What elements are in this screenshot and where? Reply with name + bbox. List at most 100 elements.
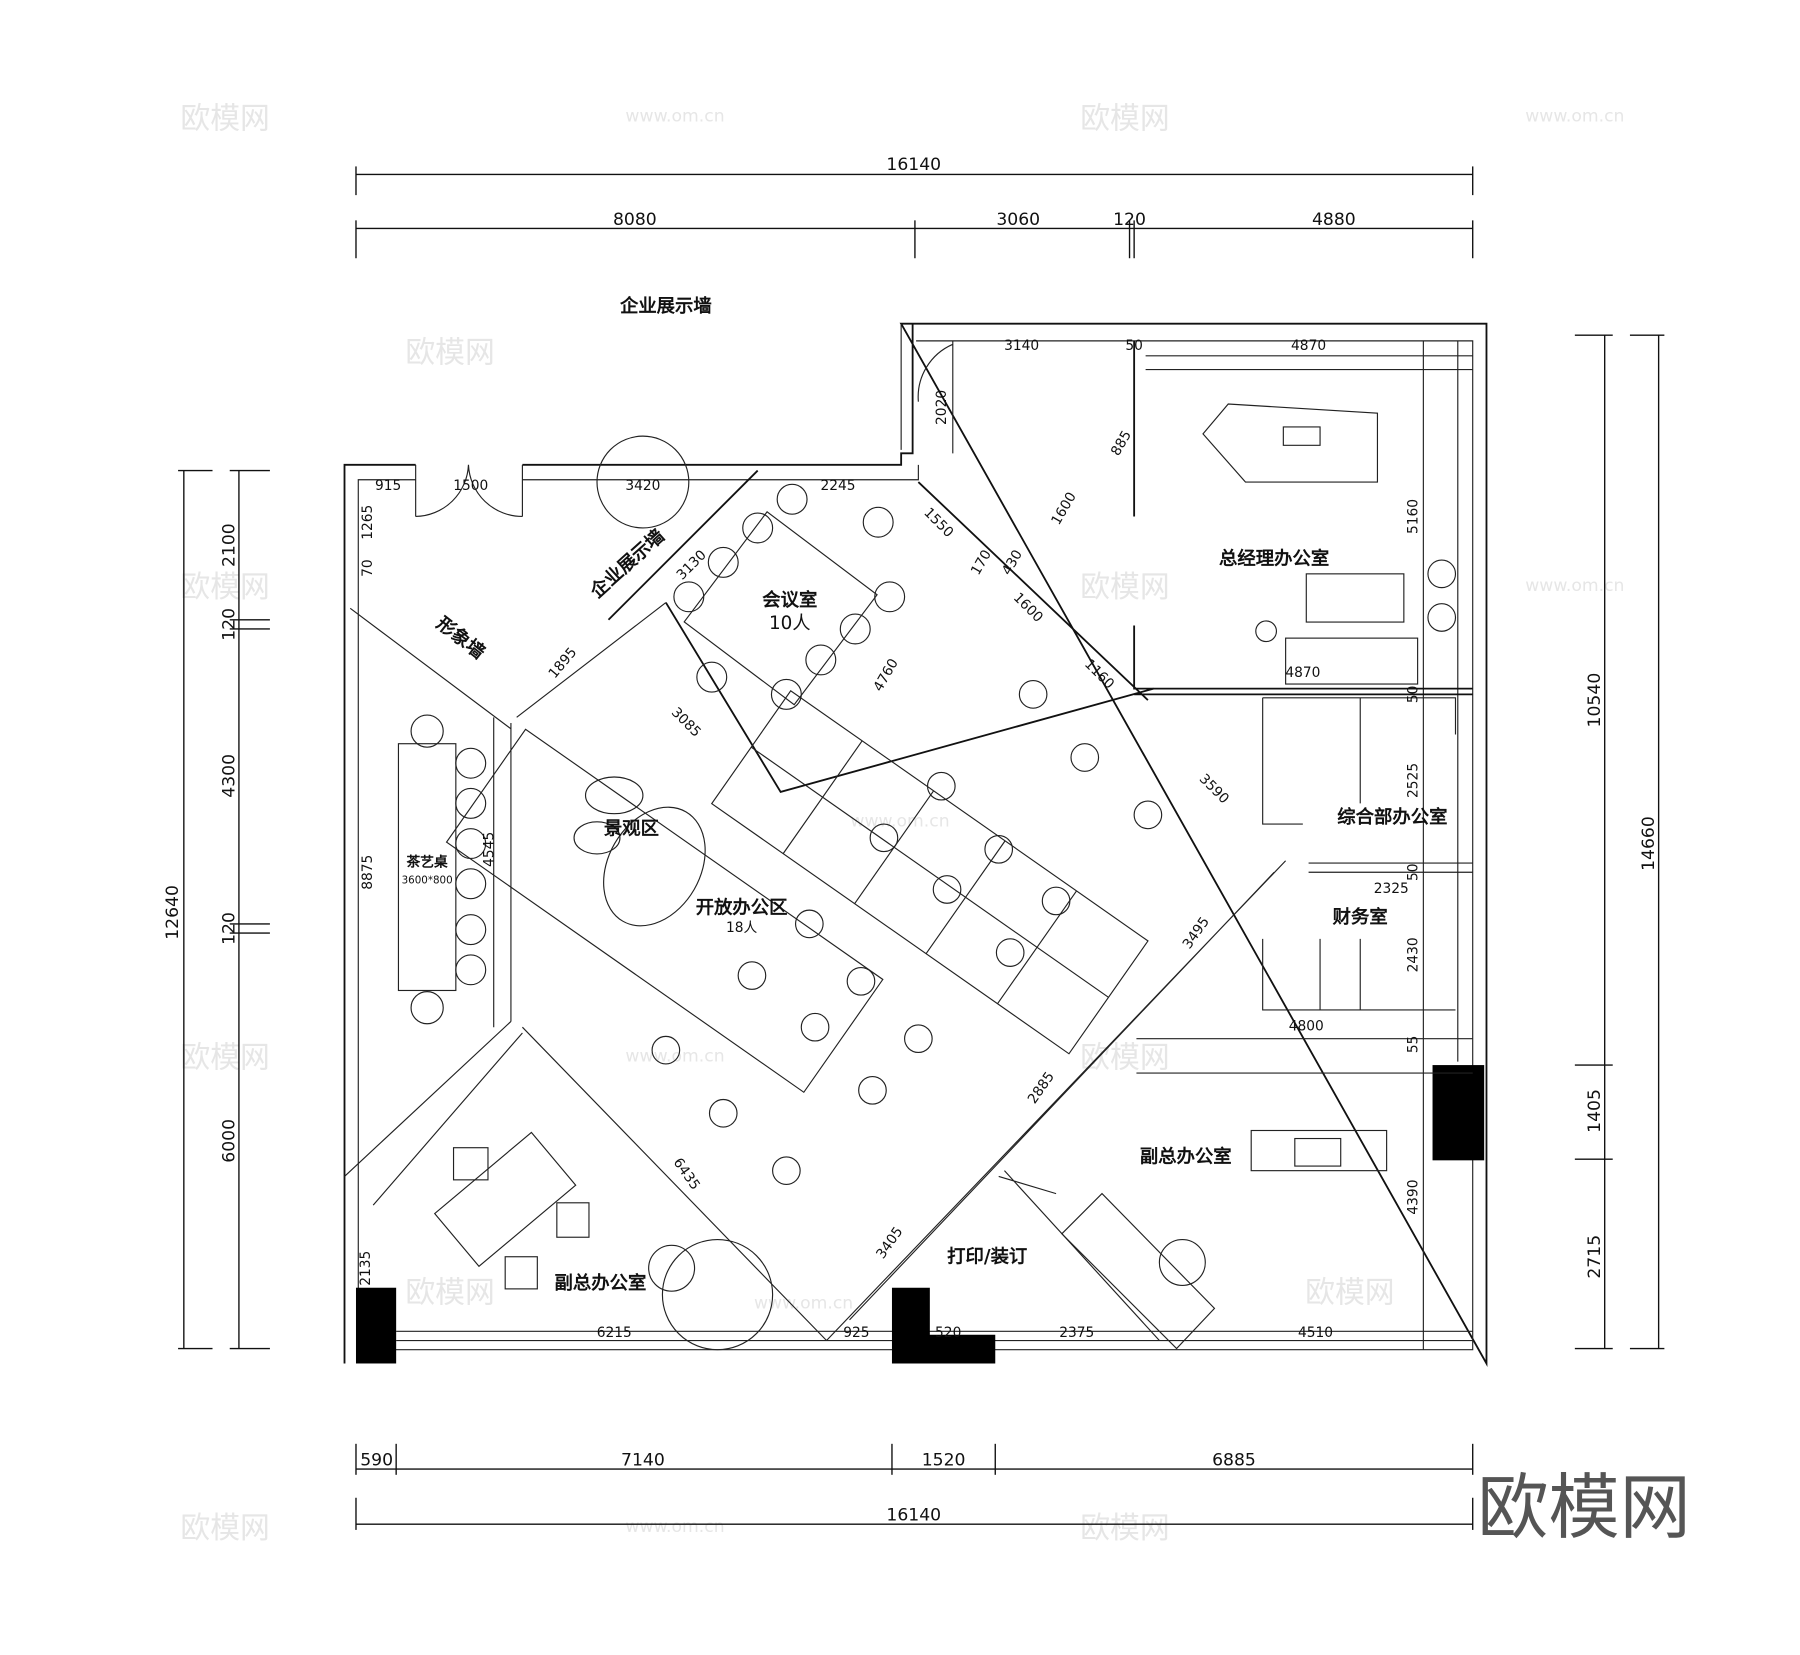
dim-interior: 50: [1406, 863, 1422, 881]
dim-top-seg: 8080: [613, 210, 657, 230]
dim-interior: 4800: [1289, 1019, 1324, 1035]
dim-interior: 3420: [625, 478, 660, 494]
dim-interior: 915: [375, 478, 401, 494]
dim-interior: 1600: [1010, 590, 1046, 626]
label-general-dept: 综合部办公室: [1337, 806, 1447, 828]
bottom-dimensions: 590 7140 1520 6885 16140: [355, 1443, 1474, 1530]
structural-columns: [355, 1065, 1485, 1364]
dim-interior: 2375: [1059, 1325, 1094, 1341]
dim-bottom-seg: 1520: [922, 1451, 966, 1471]
dim-interior: 2135: [358, 1251, 374, 1286]
diagonal-walls: [344, 469, 1287, 1341]
label-display-wall-diag: 企业展示墙: [585, 525, 669, 603]
label-gm-office: 总经理办公室: [1219, 548, 1329, 570]
column: [1432, 1065, 1485, 1161]
dim-right-seg: 1405: [1585, 1089, 1605, 1133]
dim-interior: 925: [843, 1325, 869, 1341]
watermark-logo: 欧模网: [405, 336, 494, 371]
dim-interior: 3590: [1196, 771, 1232, 807]
dim-right-seg: 2715: [1585, 1235, 1605, 1279]
dim-left-seg: 120: [219, 608, 239, 641]
dim-left-seg: 120: [219, 912, 239, 945]
dim-interior: 2245: [821, 478, 856, 494]
watermark-logo: 欧模网: [1305, 1276, 1394, 1311]
watermark-site: www.om.cn: [625, 1047, 724, 1067]
column: [891, 1287, 996, 1364]
dim-interior: 2525: [1406, 763, 1422, 798]
label-finance: 财务室: [1332, 906, 1388, 928]
dim-interior: 1600: [1048, 490, 1079, 528]
left-dimensions: 12640 2100 120 4300 120 6000: [163, 469, 270, 1350]
dim-interior: 70: [360, 559, 376, 577]
dim-interior: 4870: [1291, 338, 1326, 354]
watermark-site: www.om.cn: [1525, 576, 1624, 596]
dim-interior: 885: [1108, 428, 1135, 459]
watermark-logo: 欧模网: [1080, 1511, 1169, 1546]
interior-dimensions: 3140 50 4870 2020 885 915 1500 3420 2245…: [358, 338, 1422, 1341]
dim-interior: 1160: [1081, 656, 1117, 692]
dim-interior: 1895: [546, 645, 581, 682]
dim-interior: 4510: [1298, 1325, 1333, 1341]
meeting-room: [673, 483, 906, 710]
label-vp-office-right: 副总办公室: [1140, 1146, 1232, 1168]
label-tea-table: 茶艺桌: [406, 854, 448, 871]
label-meeting-capacity: 10人: [769, 613, 811, 634]
watermark-site: www.om.cn: [754, 1293, 853, 1313]
watermark-logo: 欧模网: [1080, 102, 1169, 137]
label-open-office: 开放办公区: [696, 897, 788, 919]
label-open-office-capacity: 18人: [726, 920, 758, 936]
dim-interior: 4870: [1285, 665, 1320, 681]
dim-right-outer: 14660: [1639, 816, 1659, 871]
dim-interior: 5160: [1406, 499, 1422, 534]
outer-walls: [343, 322, 1488, 1367]
dim-interior: 4390: [1406, 1180, 1422, 1215]
dim-interior: 2020: [934, 390, 950, 425]
right-rooms: [1061, 340, 1473, 1350]
column: [355, 1287, 397, 1364]
top-dimensions: 16140 8080 3060 120 4880: [355, 155, 1474, 259]
watermark-logo: 欧模网: [180, 1511, 269, 1546]
dim-bottom-seg: 7140: [621, 1451, 665, 1471]
dim-bottom-seg: 590: [360, 1451, 393, 1471]
watermark-logo: 欧模网: [405, 1276, 494, 1311]
dim-interior: 3140: [1004, 338, 1039, 354]
dim-left-total: 12640: [163, 885, 183, 940]
dim-interior: 1500: [453, 478, 488, 494]
watermark-logo: 欧模网: [180, 102, 269, 137]
dim-interior: 6435: [670, 1155, 703, 1193]
dim-interior: 3405: [873, 1224, 906, 1262]
label-vp-office-left: 副总办公室: [555, 1272, 647, 1294]
room-labels: 企业展示墙 企业展示墙 会议室 10人 总经理办公室 形象墙 景观区 开放办公区…: [402, 295, 1448, 1294]
watermarks: 欧模网 www.om.cn 欧模网 www.om.cn 欧模网 欧模网 欧模网 …: [180, 102, 1624, 1546]
watermark-logo: 欧模网: [180, 570, 269, 605]
watermark-logo: 欧模网: [180, 1040, 269, 1075]
watermark-logo: 欧模网: [1080, 1040, 1169, 1075]
dim-left-seg: 2100: [219, 523, 239, 567]
vp-office-left-furniture: [433, 1131, 590, 1290]
label-display-wall: 企业展示墙: [619, 295, 712, 317]
watermark-logo: 欧模网: [1080, 570, 1169, 605]
dim-interior: 520: [935, 1325, 961, 1341]
dim-bottom-seg: 6885: [1212, 1451, 1256, 1471]
dim-interior: 50: [1406, 686, 1422, 704]
dim-interior: 4760: [871, 656, 902, 694]
dim-interior: 2885: [1025, 1069, 1058, 1107]
dim-interior: 6215: [597, 1325, 632, 1341]
watermark-site: www.om.cn: [625, 107, 724, 127]
landscape-planters: [573, 435, 774, 1351]
dim-top-seg: 3060: [996, 210, 1040, 230]
open-office-desks: [445, 680, 1163, 1186]
dim-interior: 430: [999, 547, 1026, 578]
label-image-wall: 形象墙: [432, 612, 489, 663]
dim-top-seg: 4880: [1312, 210, 1356, 230]
dim-bottom-total: 16140: [886, 1506, 941, 1526]
dim-interior: 4545: [482, 832, 498, 867]
tea-table: [397, 714, 487, 1025]
dim-interior: 1550: [920, 505, 956, 541]
dim-interior: 3085: [668, 704, 704, 740]
watermark-site: www.om.cn: [1525, 107, 1624, 127]
dim-left-seg: 6000: [219, 1119, 239, 1163]
watermark-site: www.om.cn: [625, 1517, 724, 1537]
right-dimensions: 10540 1405 2715 14660: [1574, 334, 1665, 1350]
